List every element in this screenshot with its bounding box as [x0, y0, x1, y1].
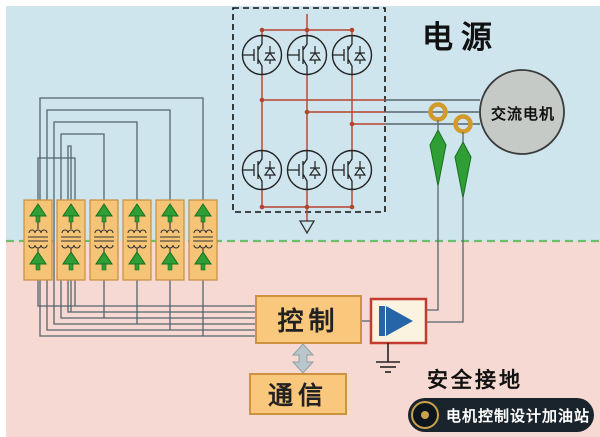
power-supply-label: 电源 [422, 20, 500, 56]
communication-block: 通信 [249, 373, 347, 415]
watermark-badge: 电机控制设计加油站 [408, 398, 594, 432]
ac-motor-label: 交流电机 [490, 105, 555, 123]
safety-ground-label: 安全接地 [427, 368, 523, 392]
watermark-text: 电机控制设计加油站 [446, 406, 591, 425]
communication-block-label: 通信 [267, 381, 328, 410]
control-block-label: 控制 [277, 307, 340, 337]
control-block: 控制 [255, 295, 362, 344]
watermark-logo-icon [411, 401, 439, 429]
